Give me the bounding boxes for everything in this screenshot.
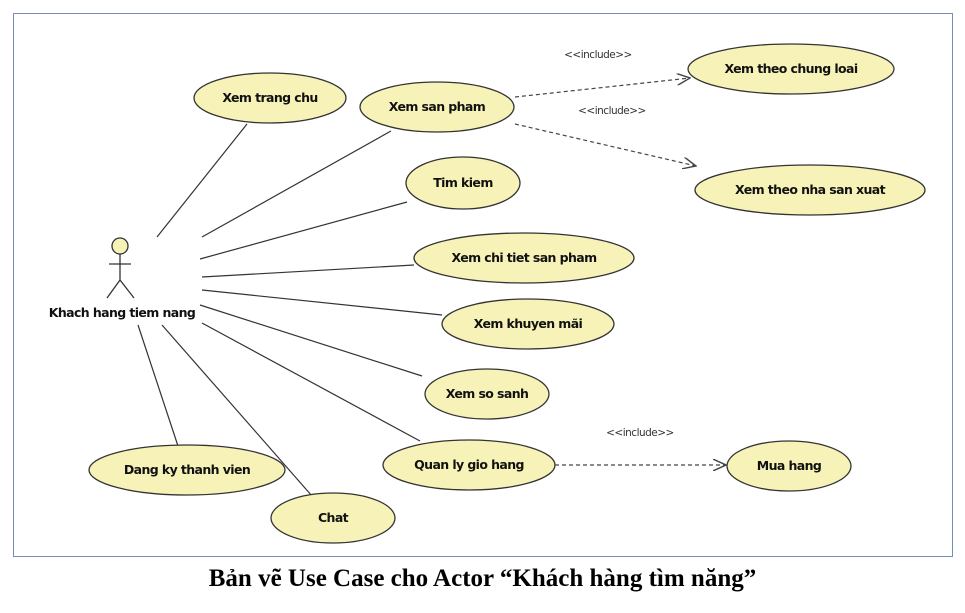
use-case-ellipse	[413, 232, 635, 284]
figure-caption: Bản vẽ Use Case cho Actor “Khách hàng tì…	[208, 565, 757, 592]
use-case-label: Xem so sanh	[446, 386, 529, 401]
include-label: <<include>>	[606, 427, 674, 439]
use-case-label: Quan ly gio hang	[414, 457, 524, 472]
use-case-label: Chat	[318, 510, 349, 525]
use-case-label: Xem chi tiet san pham	[452, 250, 598, 265]
include-arrow	[514, 78, 690, 98]
use-case-san-pham[interactable]: Xem san pham	[359, 81, 515, 133]
use-case-chung-loai[interactable]: Xem theo chung loai	[687, 43, 895, 95]
use-case-gio-hang[interactable]: Quan ly gio hang	[382, 439, 556, 491]
use-case-label: Xem trang chu	[222, 90, 317, 105]
use-case-ellipse	[441, 298, 615, 350]
use-case-ellipse	[405, 156, 521, 210]
use-case-label: Dang ky thanh vien	[124, 462, 250, 477]
use-case-ellipse	[193, 72, 347, 124]
use-case-khuyen-mai[interactable]: Xem khuyen mãi	[441, 298, 615, 350]
diagram-frame	[13, 13, 953, 557]
actor-name: Khach hang tiem nang	[49, 305, 196, 320]
association-san-pham	[201, 130, 392, 238]
use-case-dang-ky[interactable]: Dang ky thanh vien	[88, 444, 286, 496]
use-case-trang-chu[interactable]: Xem trang chu	[193, 72, 347, 124]
association-khuyen-mai	[201, 289, 443, 316]
association-dang-ky	[137, 324, 179, 447]
use-case-so-sanh[interactable]: Xem so sanh	[424, 368, 550, 420]
use-case-chat[interactable]: Chat	[270, 492, 396, 544]
use-case-ellipse	[694, 164, 926, 216]
use-case-ellipse	[382, 439, 556, 491]
use-case-ellipse	[726, 440, 852, 492]
association-chi-tiet	[201, 264, 415, 278]
association-gio-hang	[201, 322, 421, 442]
use-case-label: Xem khuyen mãi	[474, 316, 583, 331]
include-arrow	[514, 123, 696, 166]
use-case-mua-hang[interactable]: Mua hang	[726, 440, 852, 492]
actor-head	[111, 237, 129, 255]
use-case-ellipse	[424, 368, 550, 420]
use-case-label: Xem san pham	[389, 99, 486, 114]
use-case-label: Mua hang	[757, 458, 822, 473]
association-trang-chu	[156, 123, 248, 238]
actor-body	[106, 254, 135, 299]
use-case-tim-kiem[interactable]: Tim kiem	[405, 156, 521, 210]
include-label: <<include>>	[564, 49, 632, 61]
use-case-label: Tim kiem	[433, 175, 493, 190]
use-case-ellipse	[88, 444, 286, 496]
use-case-ellipse	[687, 43, 895, 95]
actor[interactable]: Khach hang tiem nang	[49, 237, 196, 320]
use-case-label: Xem theo chung loai	[724, 61, 857, 76]
include-label: <<include>>	[578, 105, 646, 117]
use-case-nha-sx[interactable]: Xem theo nha san xuat	[694, 164, 926, 216]
association-tim-kiem	[199, 201, 408, 260]
use-case-chi-tiet[interactable]: Xem chi tiet san pham	[413, 232, 635, 284]
use-case-ellipse	[270, 492, 396, 544]
association-chat	[161, 324, 313, 497]
use-case-ellipse	[359, 81, 515, 133]
association-so-sanh	[199, 304, 423, 377]
use-case-label: Xem theo nha san xuat	[735, 182, 886, 197]
